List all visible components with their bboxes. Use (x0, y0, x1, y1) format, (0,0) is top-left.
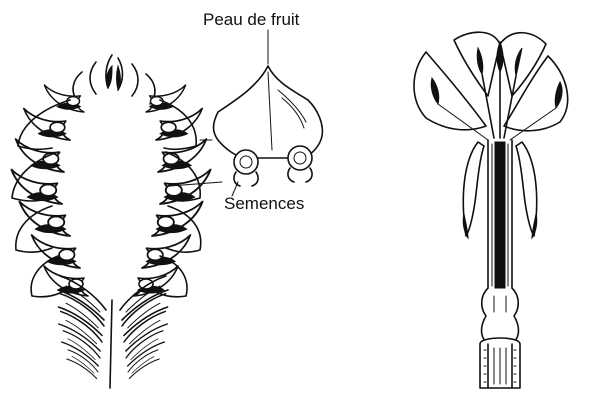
fruit-cross-section (11, 55, 210, 388)
label-fruit-skin: Peau de fruit (203, 11, 299, 28)
label-seeds: Semences (224, 195, 304, 212)
right-seed-curls (134, 85, 211, 296)
left-seed-curls (11, 85, 88, 296)
ovary (480, 338, 520, 388)
seed-left (234, 150, 258, 186)
fruit-skin-detail (214, 66, 323, 186)
floral-tube (482, 140, 519, 342)
seed-right (288, 146, 312, 182)
fruit-top-tuft (73, 55, 155, 104)
flower-longitudinal-section (414, 32, 568, 388)
